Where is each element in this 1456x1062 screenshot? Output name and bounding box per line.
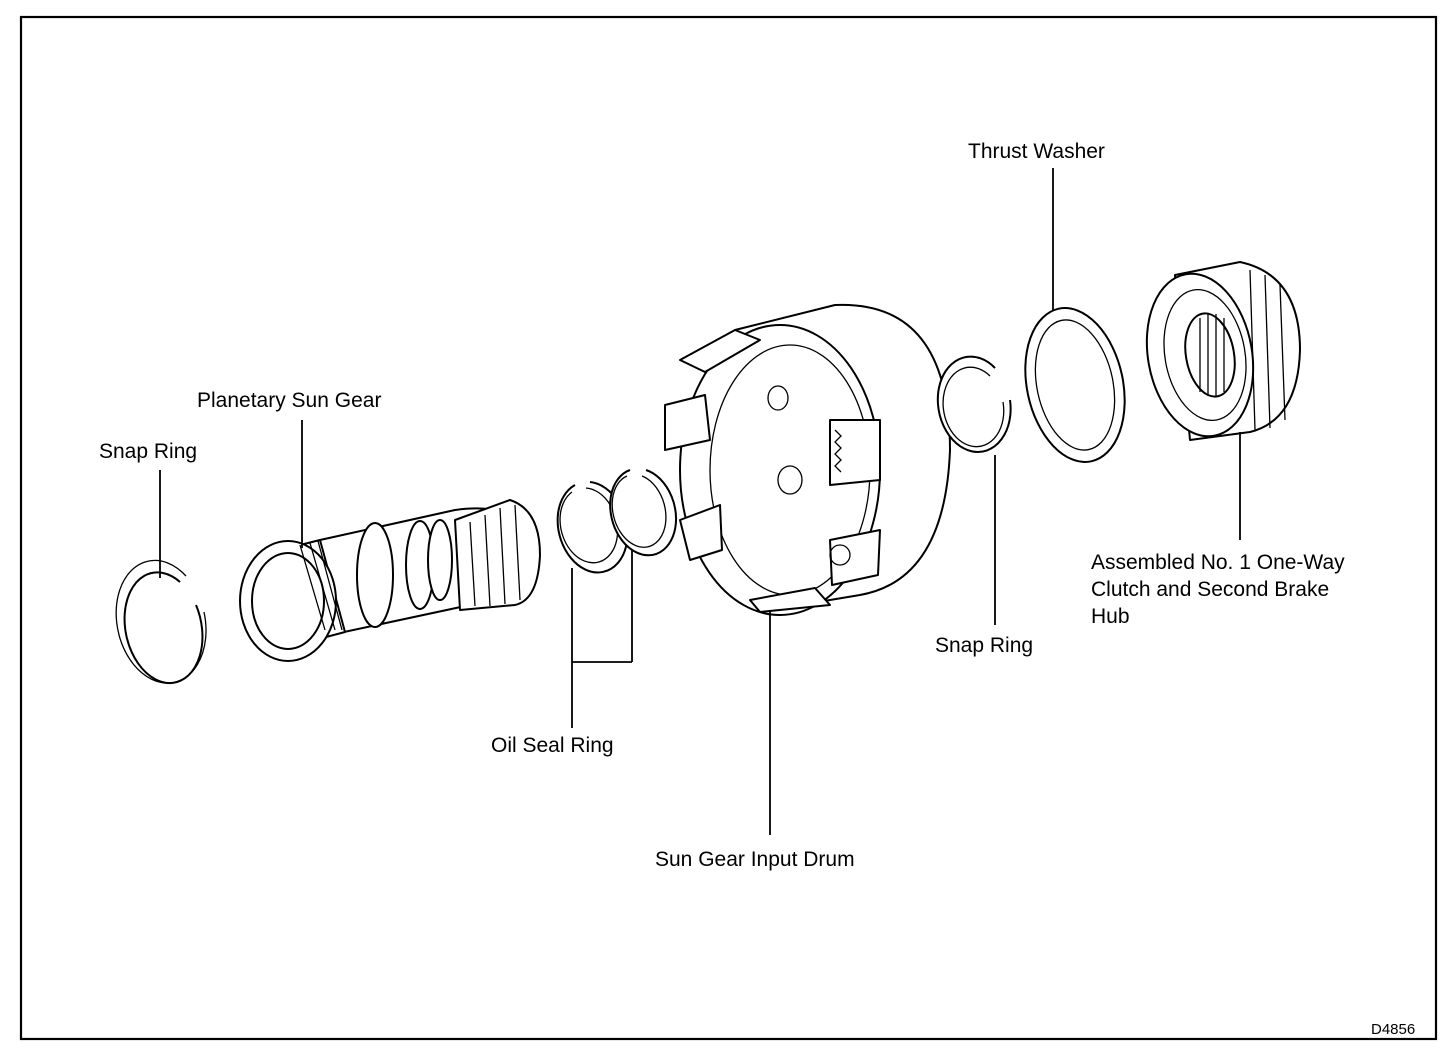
figure-code: D4856 — [1371, 1021, 1415, 1038]
planetary-sun-gear-part — [239, 499, 541, 662]
snap-ring-right-label: Snap Ring — [935, 634, 1033, 657]
one-way-clutch-label-line3: Hub — [1091, 605, 1130, 628]
snap-ring-right-part — [936, 355, 1012, 453]
one-way-clutch-label-line1: Assembled No. 1 One-Way — [1091, 551, 1345, 574]
planetary-sun-gear-label: Planetary Sun Gear — [197, 389, 381, 412]
thrust-washer-part — [1024, 307, 1126, 463]
snap-ring-left-part — [115, 559, 207, 685]
thrust-washer-label: Thrust Washer — [968, 140, 1105, 163]
sun-gear-input-drum-label: Sun Gear Input Drum — [655, 848, 855, 871]
one-way-clutch-label-line2: Clutch and Second Brake — [1091, 578, 1329, 601]
one-way-clutch-hub-part — [1145, 261, 1301, 441]
snap-ring-left-label: Snap Ring — [99, 440, 197, 463]
leader-lines — [159, 168, 1241, 835]
oil-seal-rings-part — [556, 469, 678, 574]
oil-seal-ring-label: Oil Seal Ring — [491, 734, 614, 757]
sun-gear-input-drum-part — [664, 303, 951, 616]
diagram-frame — [19, 15, 1438, 1041]
